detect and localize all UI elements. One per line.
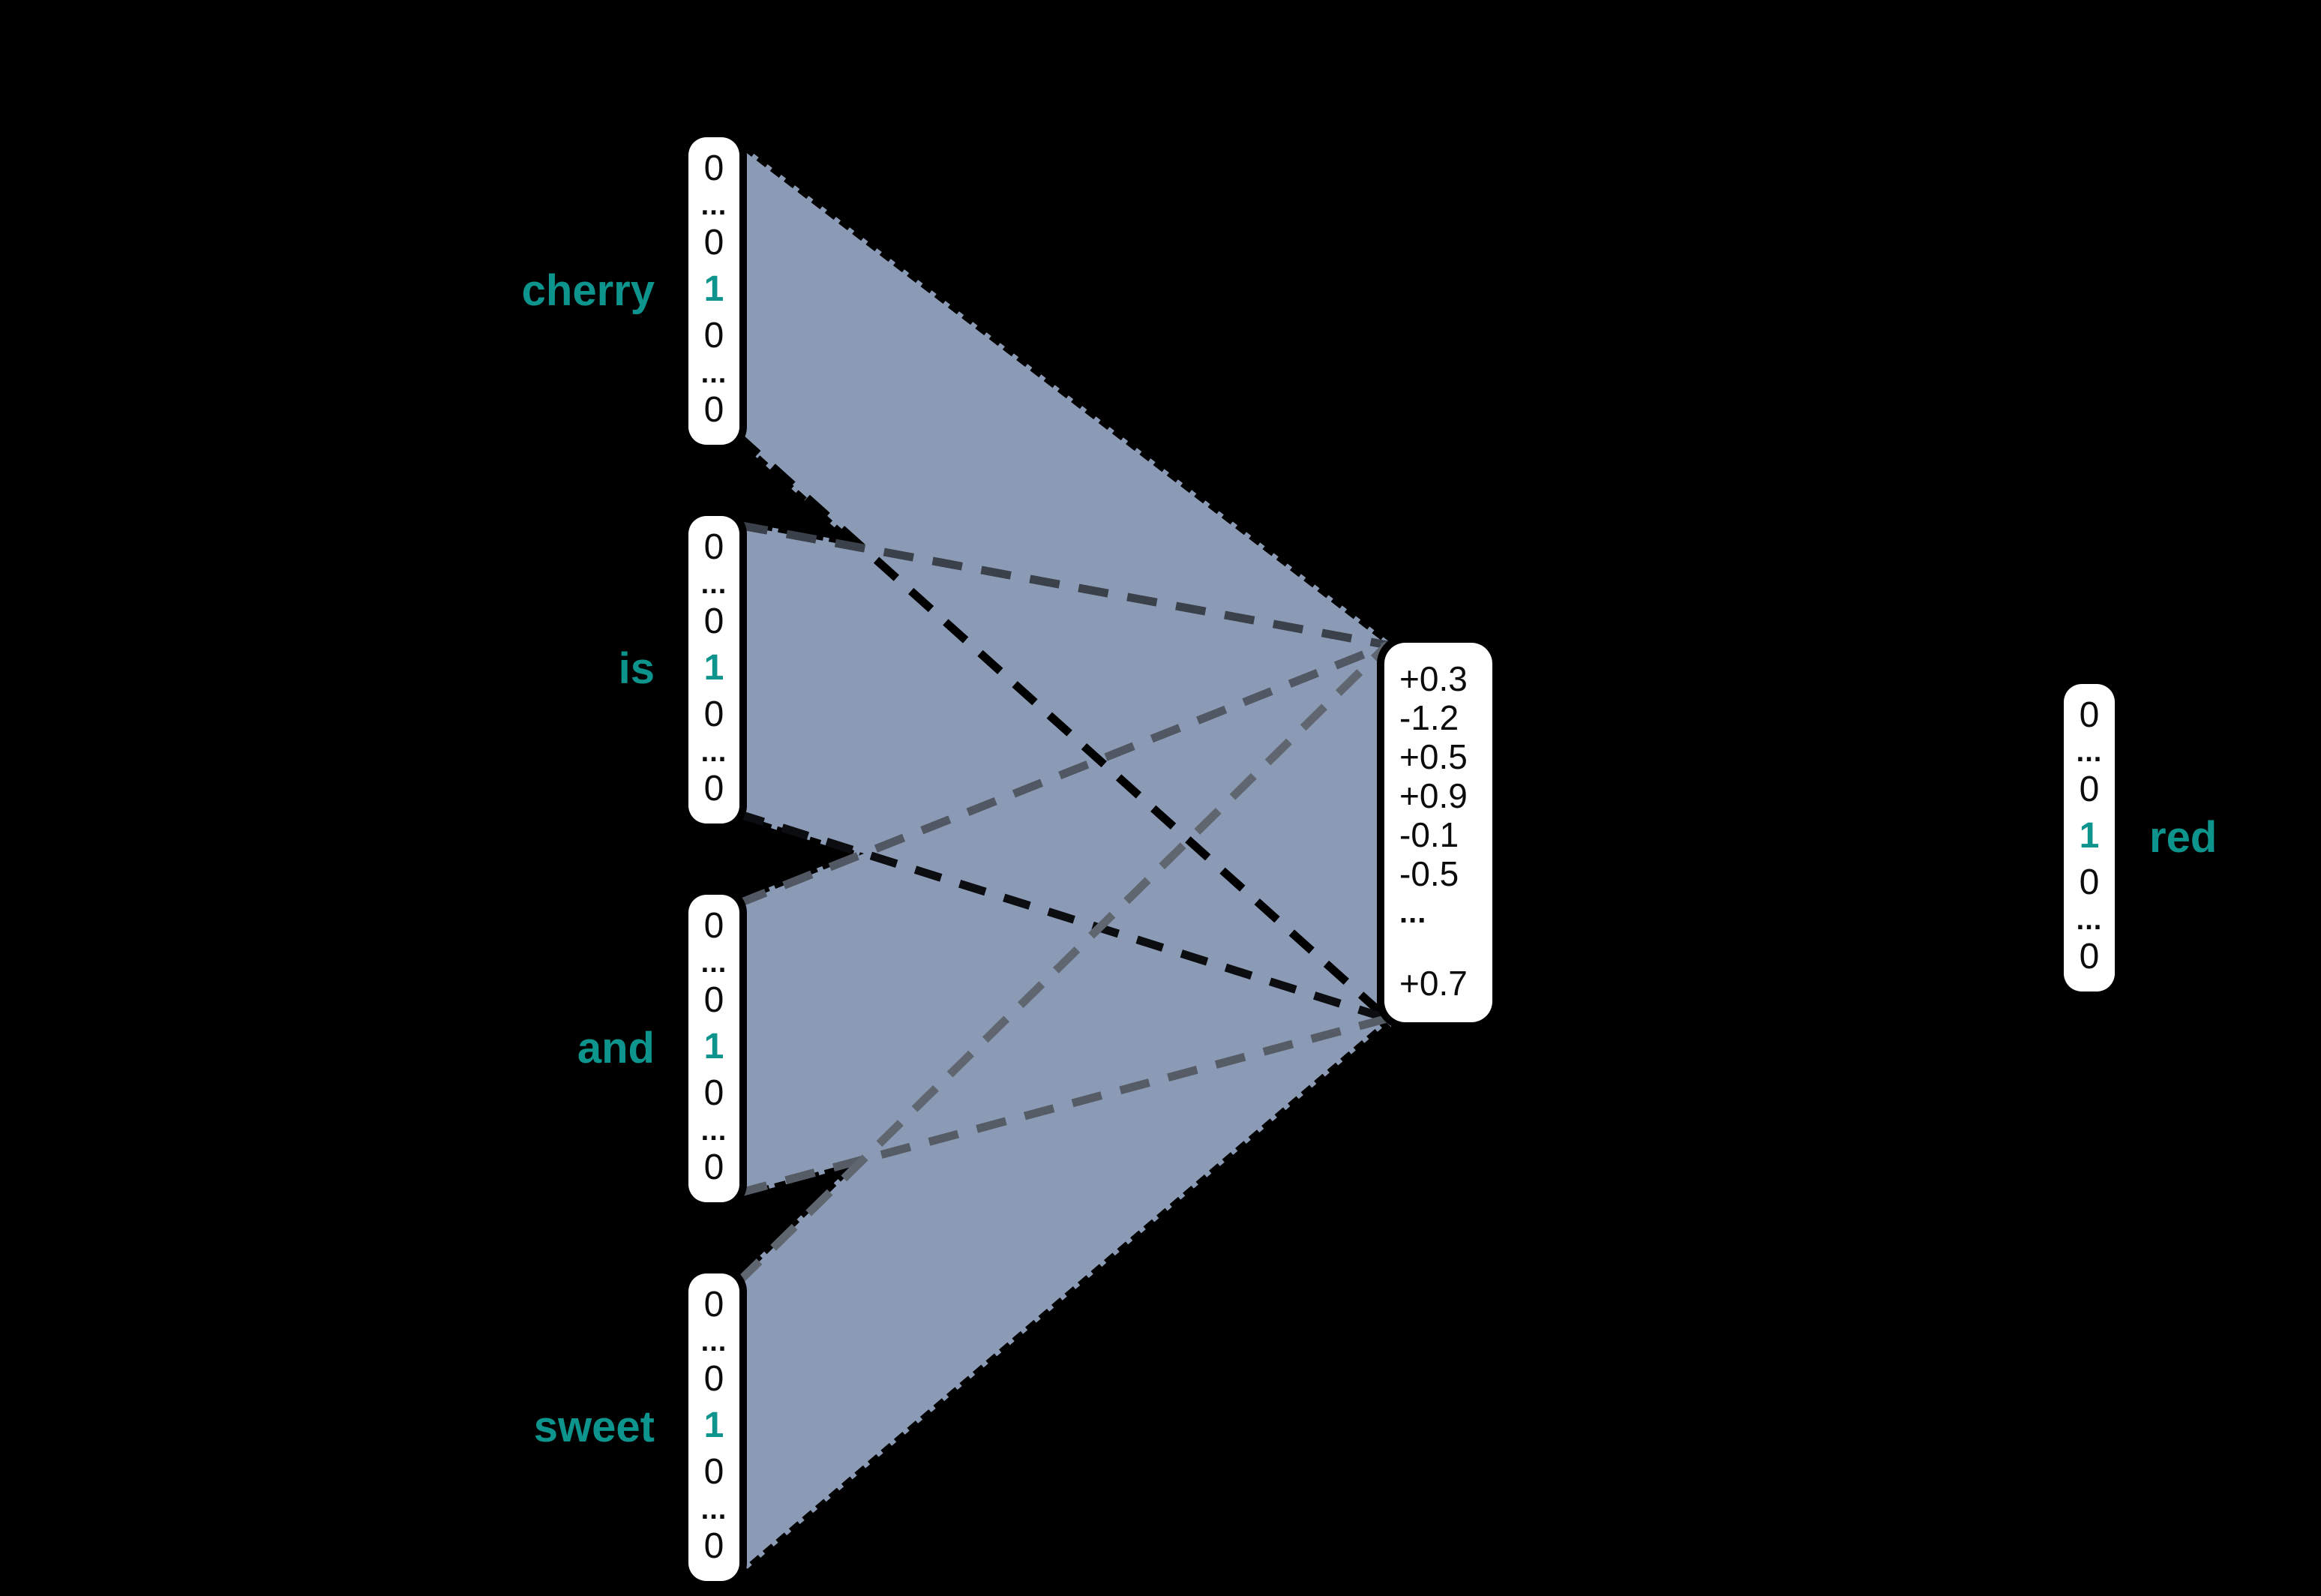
vector-cell: 0 (2079, 769, 2100, 809)
vector-cell: 0 (2079, 862, 2100, 903)
vector-cell: 0 (703, 694, 724, 735)
vector-cell: 0 (703, 222, 724, 262)
weight-line-is-bottom (736, 809, 1389, 1023)
vector-cell: 0 (703, 1526, 724, 1566)
weight-line-and-top (736, 640, 1390, 908)
vector-cell: 0 (703, 906, 724, 946)
vector-cell: 0 (703, 1147, 724, 1187)
weight-line-cherry-bottom (735, 432, 1390, 1022)
word-label-red: red (2149, 813, 2218, 862)
one-hot-vector-red: 0 ... 0 1 0 ... 0 (2064, 684, 2115, 992)
vector-ellipsis: ... (2076, 736, 2103, 769)
word-label-is: is (618, 644, 655, 693)
vector-ellipsis: ... (700, 568, 727, 601)
vector-ellipsis: ... (700, 190, 727, 222)
vector-ellipsis: ... (2076, 904, 2103, 936)
embedding-value: -1.2 (1399, 698, 1459, 737)
embedding-ellipsis: ... (1399, 896, 1427, 929)
vector-cell: 0 (703, 1285, 724, 1324)
vector-cell: 0 (703, 768, 724, 808)
weight-line-is-top (737, 520, 1388, 650)
vector-cell: 0 (2079, 695, 2100, 735)
embedding-value: +0.9 (1399, 776, 1468, 815)
vector-cell: 0 (703, 1073, 724, 1114)
one-hot-vector-is: 0 ... 0 1 0 ... 0 (688, 516, 739, 824)
vector-cell: 0 (703, 316, 724, 356)
vector-ellipsis: ... (700, 1114, 727, 1147)
vector-cell: 0 (703, 148, 724, 188)
vector-ellipsis: ... (700, 1326, 727, 1358)
vector-ellipsis: ... (700, 736, 727, 768)
word-label-sweet: sweet (533, 1402, 655, 1451)
vector-ellipsis: ... (700, 1493, 727, 1526)
word-label-and: and (577, 1024, 655, 1072)
embedding-value: -0.5 (1399, 854, 1459, 893)
vector-cell: 0 (2079, 936, 2100, 976)
word-label-cherry: cherry (521, 266, 655, 315)
one-hot-vector-sweet: 0 ... 0 1 0 ... 0 (688, 1274, 739, 1581)
vector-ellipsis: ... (700, 947, 727, 980)
vector-cell: 0 (703, 980, 724, 1020)
vector-cell: 0 (703, 1358, 724, 1399)
embedding-value: +0.3 (1399, 659, 1468, 698)
embedding-value: +0.5 (1399, 737, 1468, 776)
vector-cell-one: 1 (703, 647, 724, 688)
vector-cell-one: 1 (2079, 815, 2100, 856)
vector-cell-one: 1 (703, 1405, 724, 1445)
vector-cell: 0 (703, 389, 724, 430)
weight-line-sweet-top (735, 642, 1390, 1286)
vector-cell: 0 (703, 601, 724, 641)
vector-cell-one: 1 (703, 1026, 724, 1066)
embedding-value: -0.1 (1399, 815, 1459, 854)
vector-cell-one: 1 (703, 268, 724, 309)
embedding-vector: +0.3 -1.2 +0.5 +0.9 -0.1 -0.5 ... +0.7 (1384, 643, 1492, 1022)
weight-line-and-bottom (736, 1014, 1389, 1198)
vector-cell: 0 (703, 527, 724, 567)
one-hot-vector-cherry: 0 ... 0 1 0 ... 0 (688, 137, 739, 445)
vector-ellipsis: ... (700, 357, 727, 389)
embedding-value: +0.7 (1399, 964, 1468, 1003)
one-hot-vector-and: 0 ... 0 1 0 ... 0 (688, 895, 739, 1202)
vector-cell: 0 (703, 1452, 724, 1492)
